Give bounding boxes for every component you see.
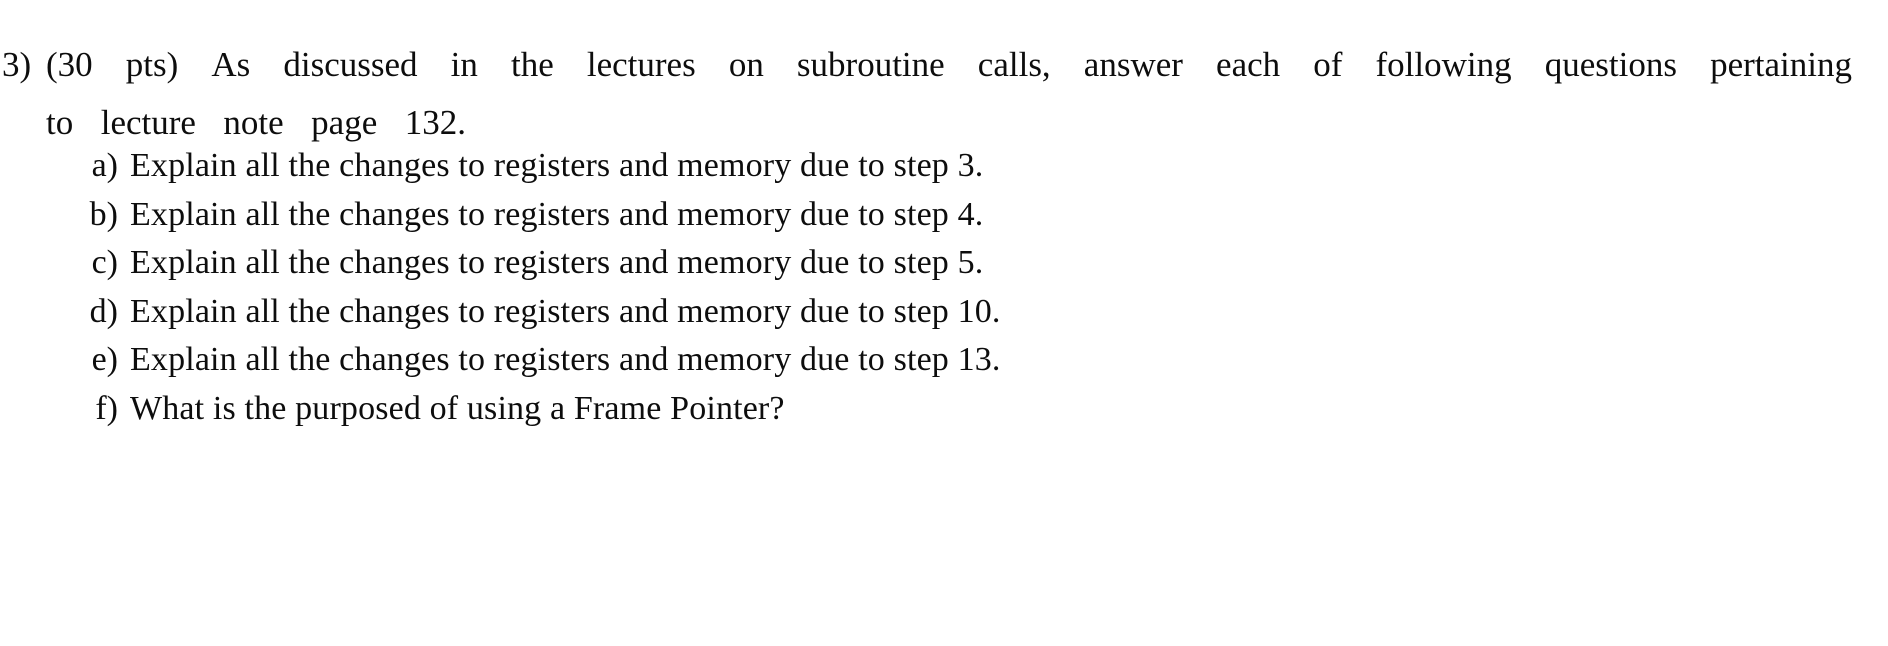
sub-question-text: Explain all the changes to registers and… [130, 147, 984, 184]
question-word: following [1375, 45, 1512, 84]
question-word: answer [1083, 45, 1183, 84]
question-word: subroutine [796, 45, 945, 84]
sub-question-text: Explain all the changes to registers and… [130, 244, 984, 281]
question-word: each [1216, 45, 1281, 84]
sub-question-d: d) Explain all the changes to registers … [78, 288, 1378, 337]
question-text-body: (30 pts) As discussed in the lectures on… [46, 36, 1860, 152]
question-number: 3) [2, 45, 32, 84]
sub-question-text: Explain all the changes to registers and… [130, 341, 1001, 378]
question-word: (30 [46, 45, 93, 84]
sub-question-text: Explain all the changes to registers and… [130, 195, 984, 233]
question-word: page [311, 103, 378, 142]
sub-question-c: c) Explain all the changes to registers … [78, 239, 1378, 288]
question-word: the [511, 45, 554, 84]
question-word: note [223, 103, 284, 142]
question-row: 3) (30 pts) As discussed in the lectures… [0, 36, 1860, 152]
question-word: in [450, 45, 478, 84]
question-line-2: to lecture note page 132. [46, 94, 466, 152]
question-word: questions [1544, 45, 1677, 84]
question-word: 132. [404, 103, 466, 142]
sub-question-marker: a) [91, 147, 118, 184]
sub-question-a: a) Explain all the changes to registers … [78, 142, 1378, 191]
sub-question-list: a) Explain all the changes to registers … [78, 142, 1378, 433]
question-word: pertaining [1710, 45, 1852, 84]
sub-question-marker: d) [89, 292, 118, 330]
sub-question-text: What is the purposed of using a Frame Po… [130, 389, 785, 427]
sub-question-b: b) Explain all the changes to registers … [78, 191, 1378, 240]
question-word: of [1313, 45, 1343, 84]
question-word: pts) [125, 45, 179, 84]
question-word: lectures [586, 45, 696, 84]
sub-question-f: f) What is the purposed of using a Frame… [78, 385, 1378, 434]
sub-question-e: e) Explain all the changes to registers … [78, 336, 1378, 385]
question-line-1: (30 pts) As discussed in the lectures on… [46, 36, 1852, 94]
question-word: to [46, 103, 74, 142]
question-word: discussed [283, 45, 418, 84]
sub-question-marker: c) [91, 244, 118, 281]
question-word: calls, [977, 45, 1051, 84]
sub-question-marker: b) [89, 195, 118, 233]
question-word: lecture [100, 103, 196, 142]
question-word: As [211, 45, 251, 84]
sub-question-text: Explain all the changes to registers and… [130, 292, 1001, 330]
sub-question-marker: f) [95, 389, 118, 427]
sub-question-marker: e) [91, 341, 118, 378]
question-3: 3) (30 pts) As discussed in the lectures… [0, 36, 1860, 152]
question-word: on [728, 45, 764, 84]
